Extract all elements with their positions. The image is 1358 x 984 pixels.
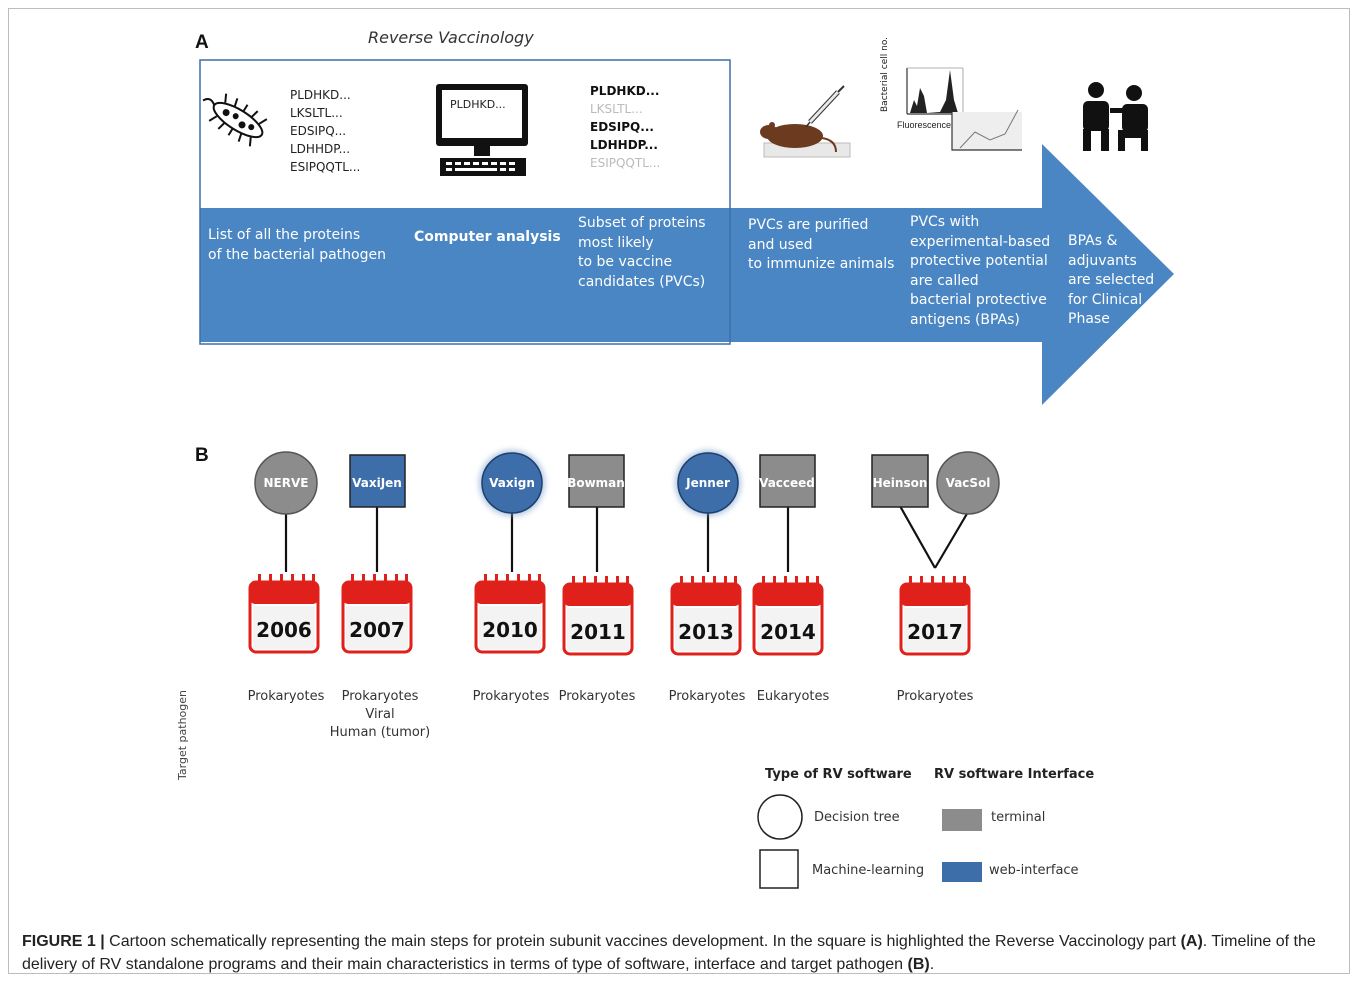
bowman-node bbox=[568, 454, 625, 508]
step-computer-analysis: Computer analysis bbox=[414, 229, 561, 245]
target-pathogen-label: Target pathogen bbox=[176, 690, 189, 780]
pathogen-heinson-vacsol: Prokaryotes bbox=[896, 689, 974, 704]
legend-web-swatch bbox=[942, 862, 982, 882]
tool-label-vacceed: Vacceed bbox=[759, 476, 815, 490]
figure-caption: FIGURE 1 | Cartoon schematically represe… bbox=[22, 930, 1338, 976]
panel-b-label: B bbox=[195, 445, 209, 466]
caption-text-2: . Timeline of the delivery of RV standal… bbox=[22, 933, 1316, 973]
pathogen-nerve: Prokaryotes bbox=[247, 689, 325, 704]
histogram-x-label: Fluorescence bbox=[897, 120, 952, 130]
doctor-patient-icon bbox=[1083, 82, 1148, 151]
caption-text-1: Cartoon schematically representing the m… bbox=[104, 933, 1181, 950]
caption-ref-b: (B) bbox=[907, 956, 930, 973]
pathogen-vaxign: Prokaryotes bbox=[472, 689, 550, 704]
mouse-syringe-icon bbox=[760, 85, 851, 158]
tool-label-bowman: Bowman bbox=[567, 476, 625, 490]
year-2014: 2014 bbox=[760, 620, 816, 644]
pathogen-vacceed: Eukaryotes bbox=[756, 689, 830, 704]
caption-ref-a: (A) bbox=[1180, 933, 1203, 950]
tool-label-nerve: NERVE bbox=[263, 476, 309, 490]
vacsol-connector bbox=[934, 511, 969, 569]
bacterium-icon bbox=[202, 93, 268, 147]
jenner-node bbox=[677, 452, 739, 514]
year-2010: 2010 bbox=[482, 618, 538, 642]
caption-figure-number: FIGURE 1 | bbox=[22, 933, 105, 950]
legend-type-title: Type of RV software bbox=[765, 767, 912, 782]
computer-icon bbox=[436, 84, 528, 176]
monitor-text: PLDHKD... bbox=[450, 98, 506, 111]
nerve-node bbox=[254, 451, 318, 515]
tool-label-jenner: Jenner bbox=[686, 476, 730, 490]
year-2007: 2007 bbox=[349, 618, 405, 642]
vaxign-node bbox=[481, 452, 543, 514]
legend-square-icon bbox=[759, 849, 799, 889]
fluorescence-histogram bbox=[906, 67, 1022, 151]
pathogen-jenner: Prokaryotes bbox=[668, 689, 746, 704]
panel-a-label: A bbox=[195, 32, 209, 53]
workflow-arrow bbox=[200, 144, 1174, 405]
legend-web-interface: web-interface bbox=[989, 863, 1079, 878]
vacsol-node bbox=[936, 451, 1000, 515]
vacceed-node bbox=[759, 454, 816, 508]
legend-terminal-swatch bbox=[942, 809, 982, 831]
reverse-vaccinology-title: Reverse Vaccinology bbox=[368, 28, 534, 47]
legend-circle-icon bbox=[757, 794, 803, 840]
heinson-connector bbox=[899, 505, 936, 569]
tool-label-heinson: Heinson bbox=[872, 476, 928, 490]
legend-terminal: terminal bbox=[991, 810, 1046, 825]
year-2006: 2006 bbox=[256, 618, 312, 642]
caption-text-3: . bbox=[929, 956, 935, 973]
tool-label-vaxign: Vaxign bbox=[489, 476, 535, 490]
legend-decision-tree: Decision tree bbox=[814, 810, 900, 825]
figure-frame bbox=[8, 8, 1350, 974]
year-2013: 2013 bbox=[678, 620, 734, 644]
year-2017: 2017 bbox=[907, 620, 963, 644]
reverse-vaccinology-frame bbox=[199, 59, 731, 345]
vaxijen-node bbox=[349, 454, 406, 508]
protein-list-all: PLDHKD... LKSLTL... EDSIPQ... LDHHDP... … bbox=[290, 88, 361, 174]
tool-label-vacsol: VacSol bbox=[945, 476, 991, 490]
heinson-node bbox=[871, 454, 929, 508]
pathogen-bowman: Prokaryotes bbox=[558, 689, 636, 704]
legend-machine-learning: Machine-learning bbox=[812, 863, 925, 878]
tool-label-vaxijen: VaxiJen bbox=[352, 476, 402, 490]
legend-interface-title: RV software Interface bbox=[934, 767, 1095, 782]
protein-list-subset: PLDHKD... LKSLTL... EDSIPQ... LDHHDP... … bbox=[590, 84, 661, 170]
year-2011: 2011 bbox=[570, 620, 626, 644]
